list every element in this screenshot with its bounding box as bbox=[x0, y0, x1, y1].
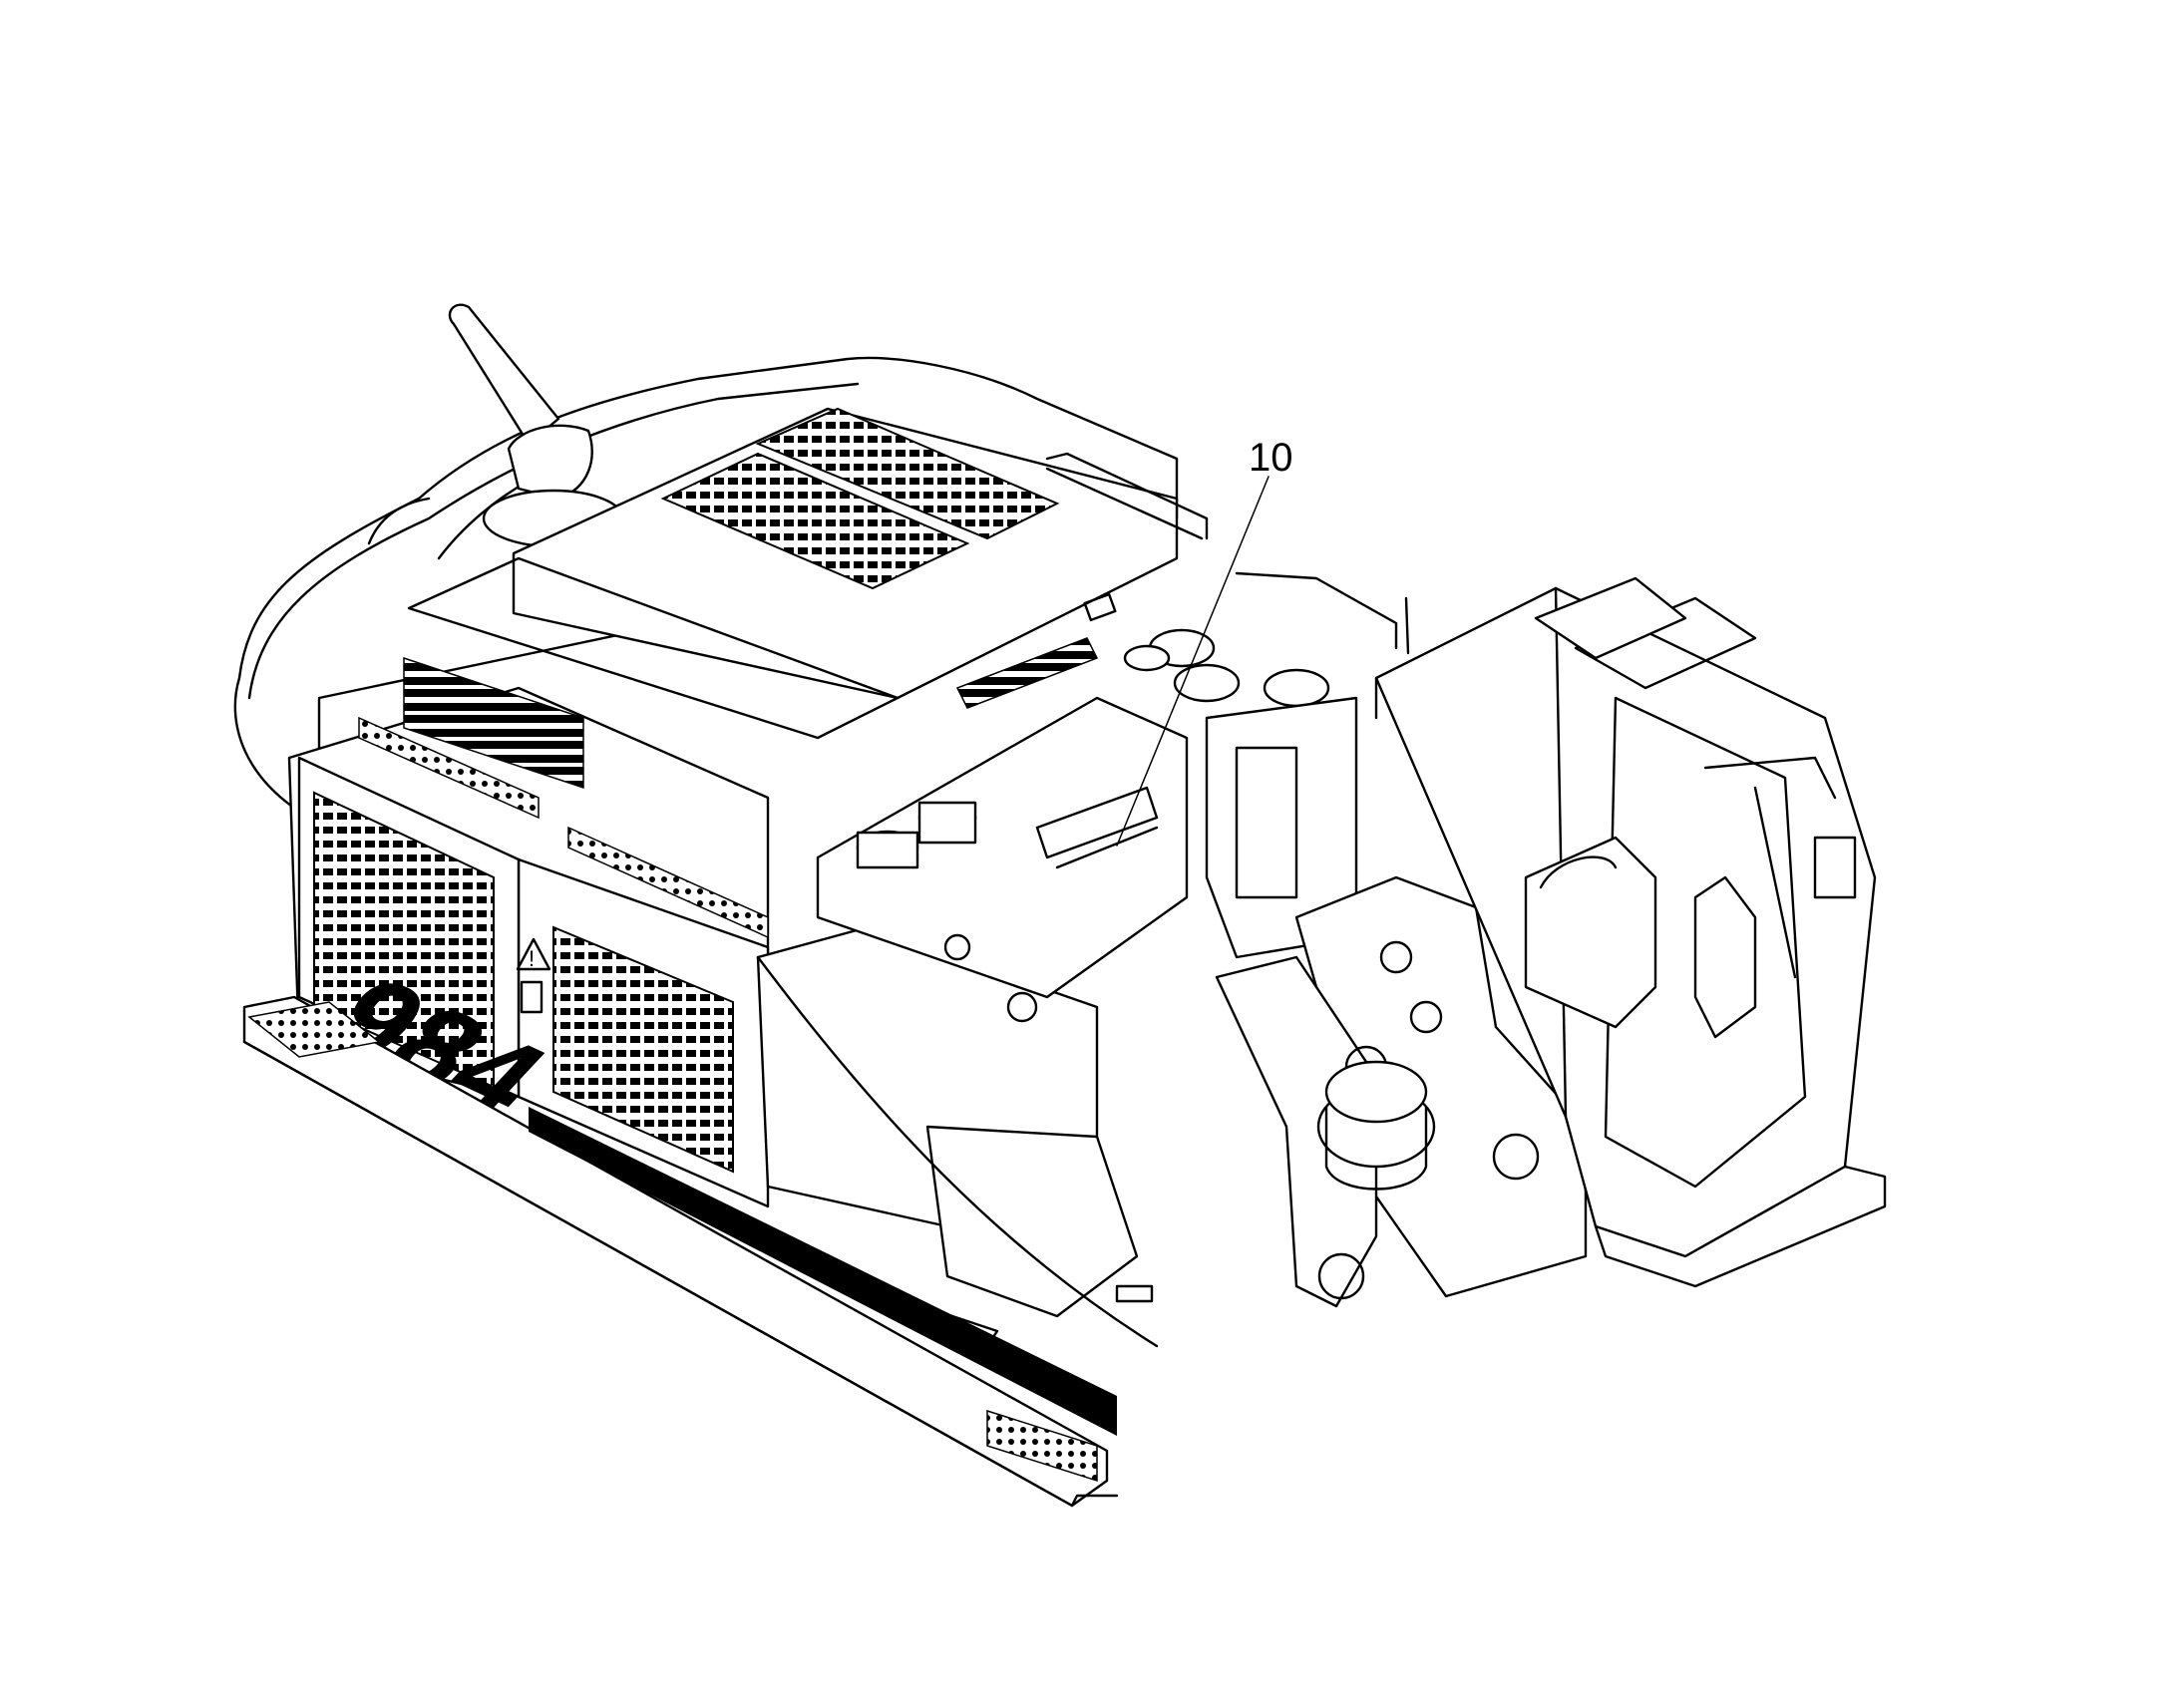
base-walkway bbox=[242, 995, 1119, 1508]
operator-cab bbox=[1374, 576, 1887, 1288]
machinery-deck bbox=[816, 637, 1189, 1023]
warning-triangle-icon: ! bbox=[516, 937, 551, 1014]
side-panels bbox=[287, 656, 770, 1208]
boom-mount bbox=[1215, 875, 1588, 1308]
callout-10: 10 bbox=[1116, 436, 1293, 847]
rear-right-housing bbox=[756, 925, 1159, 1348]
callout-leader-line bbox=[1116, 476, 1270, 847]
tank-caps bbox=[1123, 628, 1358, 959]
engine-hood bbox=[407, 407, 1179, 740]
warning-symbol: ! bbox=[529, 946, 535, 971]
callout-label: 10 bbox=[1249, 436, 1293, 480]
handrail bbox=[1045, 452, 1410, 655]
